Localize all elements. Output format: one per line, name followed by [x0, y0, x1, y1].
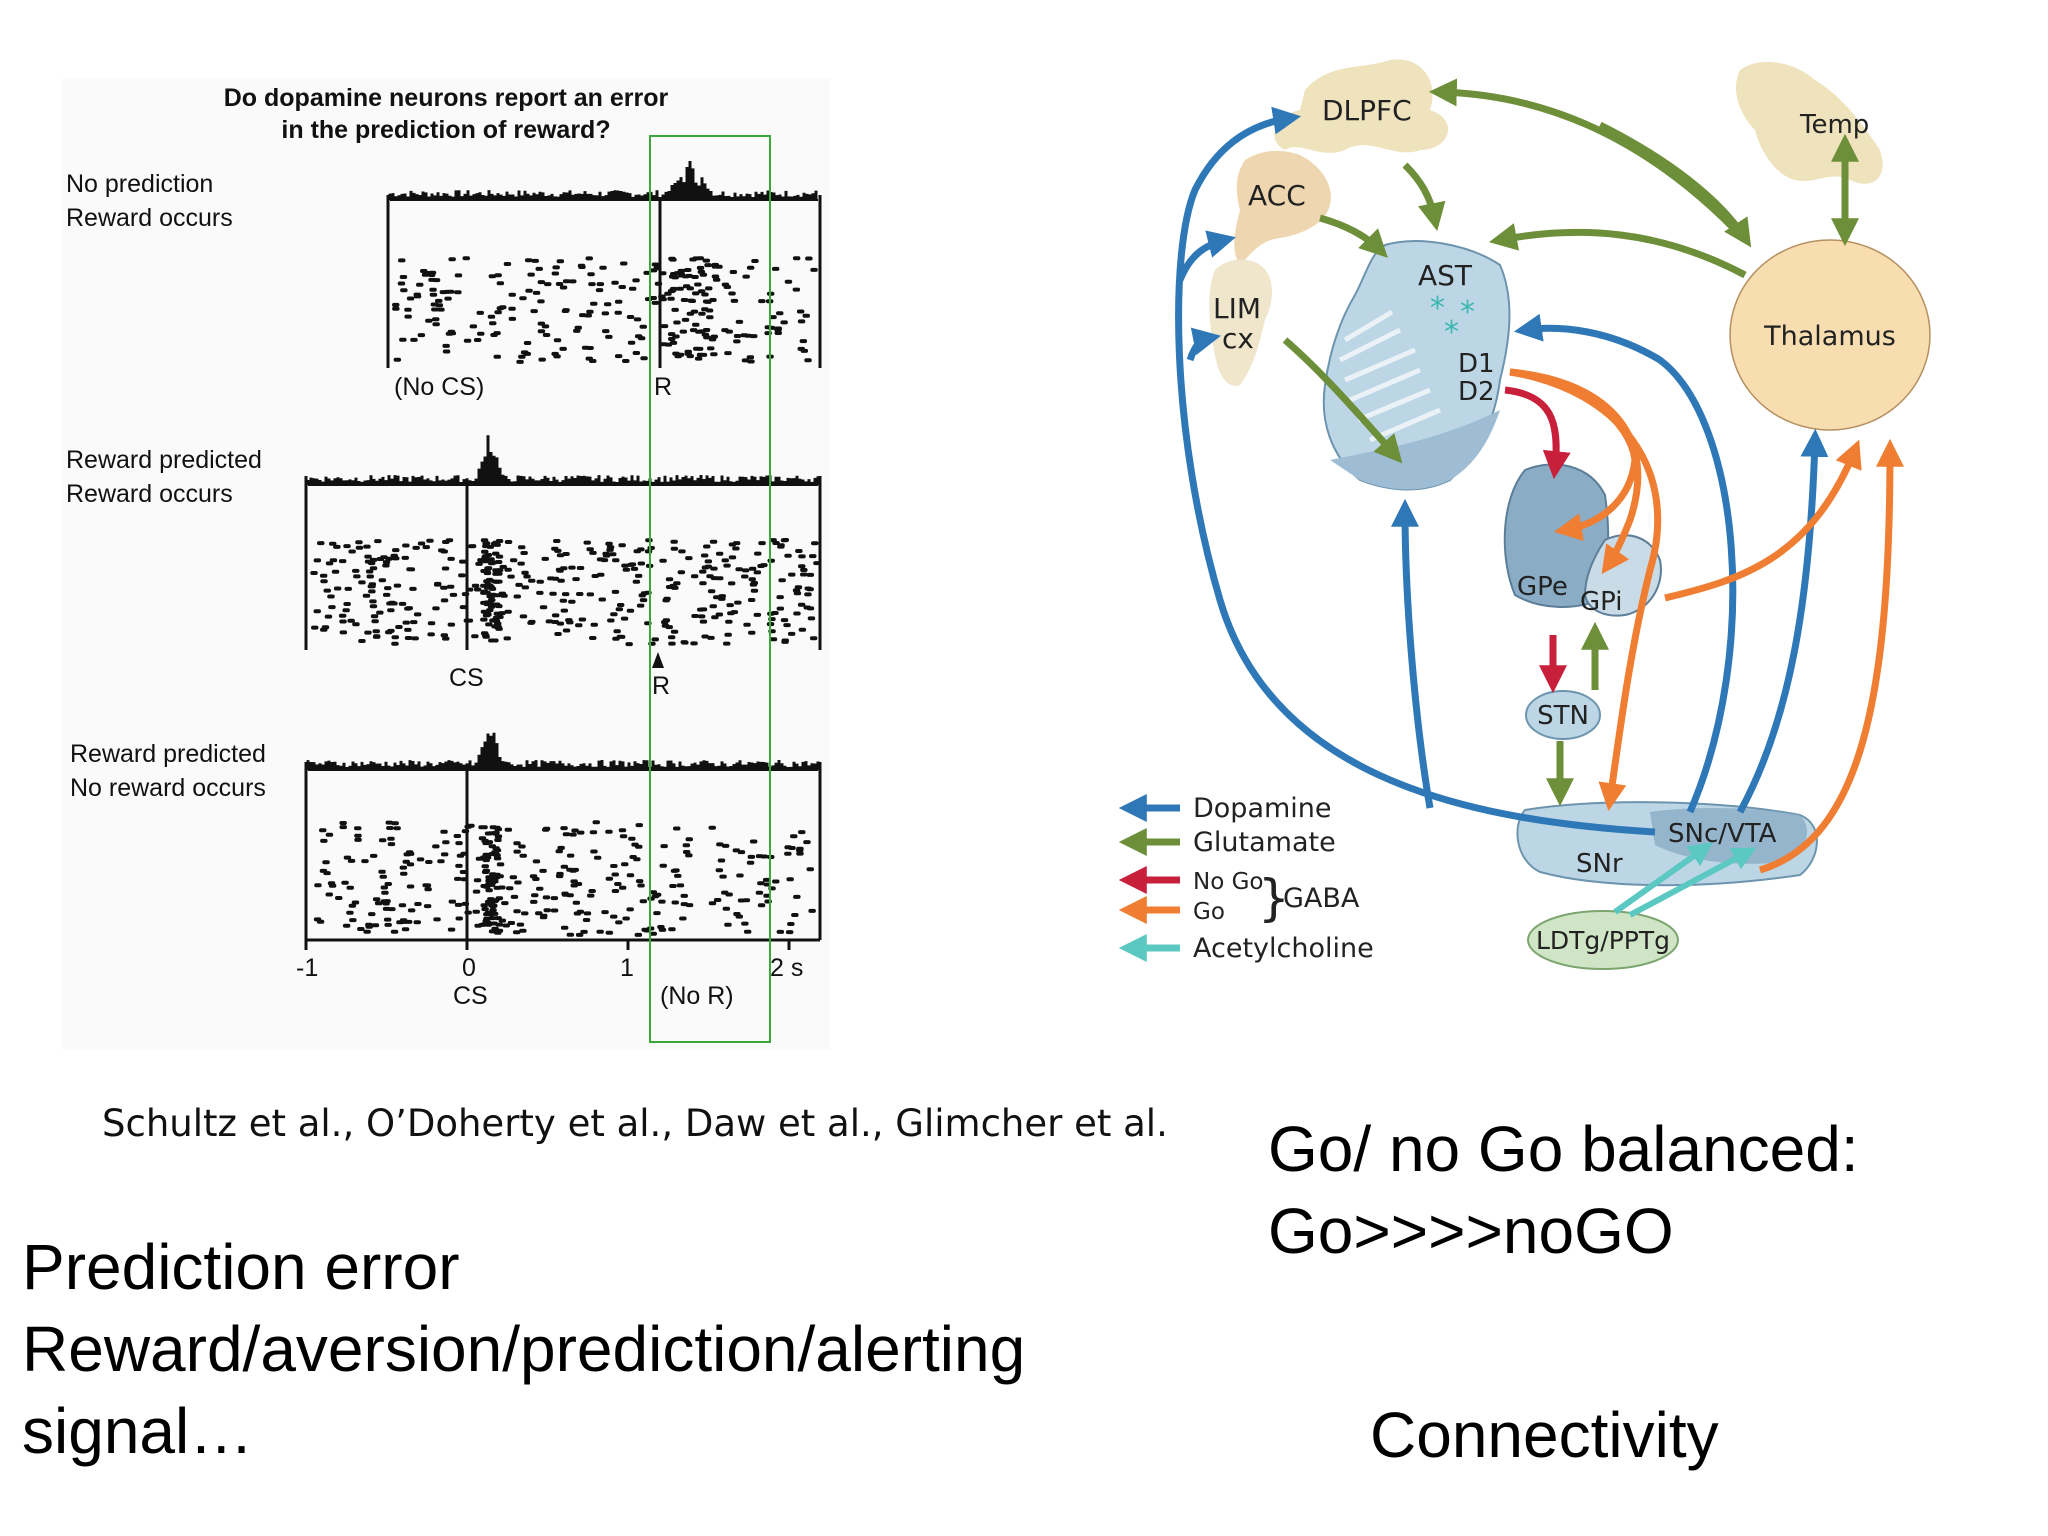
- acc-region: [1234, 150, 1331, 265]
- right-caption-line1: Go/ no Go balanced:: [1268, 1113, 1859, 1185]
- label-snc-vta: SNc/VTA: [1668, 819, 1777, 849]
- label-ast: AST: [1418, 259, 1473, 292]
- dopamine-arrow-to-acc: [1176, 230, 1236, 282]
- dopamine-arrow-to-striatum-lower: [1391, 498, 1434, 809]
- lim-region: [1209, 259, 1272, 386]
- panel-1-raster-dots: [392, 256, 818, 364]
- receptor-asterisks: * * *: [1430, 291, 1475, 350]
- nogo-arrow-d2-gpe: [1504, 386, 1571, 480]
- label-lim: LIM: [1213, 292, 1261, 325]
- striatum-lower-shading: [1330, 410, 1500, 490]
- left-caption-line3: signal…: [22, 1395, 254, 1467]
- legend-nogo-label: No Go: [1193, 869, 1263, 895]
- right-caption-line2: Go>>>>noGO: [1268, 1195, 1674, 1267]
- legend-go-label: Go: [1193, 899, 1225, 925]
- glutamate-arrow-acc-striatum: [1319, 214, 1388, 258]
- tick-label-1: 1: [620, 954, 634, 982]
- panel-3-label-line1: Reward predicted: [70, 740, 266, 768]
- raster-panel-1: No prediction Reward occurs (No CS) R: [66, 160, 822, 401]
- panel-2-histogram: [306, 435, 820, 486]
- glutamate-arrow-thalamus-dlpfc: [1428, 78, 1748, 243]
- left-caption-line2: Reward/aversion/prediction/alerting: [22, 1313, 1026, 1385]
- tick-label-minus1: -1: [296, 954, 318, 982]
- glutamate-arrow-lim-striatum: [1282, 337, 1403, 464]
- dopamine-arrow-to-lim: [1186, 327, 1221, 362]
- label-d1: D1: [1458, 349, 1495, 379]
- raster-title-line2: in the prediction of reward?: [281, 116, 610, 144]
- svg-text:*: *: [1460, 295, 1475, 330]
- dopamine-arrow-to-thalamus: [1736, 428, 1829, 814]
- glutamate-arrow-dlpfc-striatum: [1402, 162, 1446, 231]
- label-dlpfc: DLPFC: [1322, 94, 1412, 127]
- label-ldtg-pptg: LDTg/PPTg: [1536, 926, 1670, 955]
- panel-2-r-label: R: [652, 672, 670, 700]
- label-d2: D2: [1458, 377, 1495, 407]
- raster-figure: Do dopamine neurons report an error in t…: [62, 78, 830, 1050]
- spike-dots: [313, 820, 816, 937]
- legend-glutamate-label: Glutamate: [1193, 827, 1336, 858]
- no-r-label: (No R): [660, 982, 734, 1010]
- panel-2-label-line2: Reward occurs: [66, 480, 233, 508]
- glutamate-arrow-thalamus-striatum: [1488, 223, 1747, 279]
- label-temp: Temp: [1799, 110, 1869, 140]
- thalamus-region: [1729, 239, 1931, 431]
- panel-3-label-line2: No reward occurs: [70, 774, 266, 802]
- left-caption-line1: Prediction error: [22, 1231, 460, 1303]
- label-acc: ACC: [1248, 179, 1306, 212]
- panel-2-cs-label: CS: [449, 664, 484, 692]
- panel-2-label-line1: Reward predicted: [66, 446, 262, 474]
- go-arrow-d1-snr: [1509, 368, 1662, 812]
- spike-dots: [392, 256, 818, 364]
- dlpfc-region: [1274, 59, 1449, 153]
- label-gpe: GPe: [1517, 572, 1568, 602]
- dopamine-arrow-to-striatum-side: [1513, 313, 1737, 814]
- legend-dopamine-label: Dopamine: [1193, 793, 1332, 824]
- raster-title-line1: Do dopamine neurons report an error: [224, 84, 669, 112]
- label-thalamus: Thalamus: [1763, 321, 1896, 352]
- legend-gaba-label: GABA: [1283, 883, 1360, 914]
- go-arrow-snr-thalamus: [1758, 438, 1904, 874]
- striatum-white-streaks: [1338, 309, 1441, 443]
- tick-label-0: 0: [462, 954, 476, 982]
- panel-1-no-cs-label: (No CS): [394, 373, 484, 401]
- raster-figure-background: [62, 78, 830, 1050]
- legend-acetylcholine-label: Acetylcholine: [1193, 933, 1374, 964]
- label-stn: STN: [1537, 701, 1589, 731]
- diagram-legend: Dopamine Glutamate No Go Go } GABA Acety…: [1118, 793, 1374, 964]
- tick-label-2s: 2 s: [770, 954, 803, 982]
- raster-panel-2: Reward predicted Reward occurs CS R: [66, 435, 822, 700]
- panel-2-r-arrowhead: [652, 652, 664, 668]
- circuit-diagram: * * * DLPFC Temp ACC LIM cx AST D1 D2 Th…: [1118, 40, 1940, 1010]
- panel-3-raster-dots: [313, 820, 816, 937]
- ach-arrow-2: [1628, 847, 1757, 918]
- label-cx: cx: [1222, 322, 1254, 355]
- panel-1-r-label: R: [654, 373, 672, 401]
- reward-window-highlight: [649, 135, 771, 1043]
- citation-text: Schultz et al., O’Doherty et al., Daw et…: [102, 1102, 1168, 1145]
- x-sub-label-cs: CS: [453, 982, 488, 1010]
- svg-text:*: *: [1444, 315, 1459, 350]
- panel-1-label-line1: No prediction: [66, 170, 213, 198]
- label-snr: SNr: [1576, 849, 1623, 879]
- go-arrow-d1-gpi: [1509, 368, 1642, 575]
- ach-arrow-1: [1613, 842, 1713, 915]
- right-caption-line3: Connectivity: [1370, 1399, 1719, 1471]
- svg-text:*: *: [1430, 291, 1445, 326]
- legend-brace: }: [1258, 869, 1290, 927]
- go-arrow-gpi-thalamus: [1664, 439, 1862, 602]
- label-gpi: GPi: [1580, 587, 1622, 617]
- panel-1-label-line2: Reward occurs: [66, 204, 233, 232]
- ldtg-pptg-region: [1527, 910, 1679, 970]
- glutamate-arrow-dlpfc-thalamus: [1598, 121, 1752, 248]
- raster-panel-3: Reward predicted No reward occurs -1 0 1…: [70, 732, 822, 1010]
